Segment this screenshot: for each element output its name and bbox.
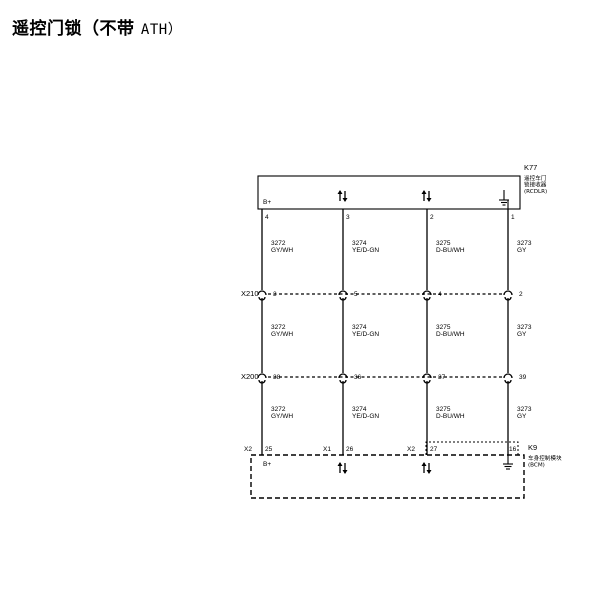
bcm-connector-label: X2 (407, 446, 415, 453)
arrow-up-head (421, 190, 427, 194)
connector-cavity-top (257, 373, 267, 379)
wire-color-label: YE/D-GN (352, 247, 379, 254)
module-k77-name-line: (RCDLR) (524, 189, 547, 195)
connector-X210: X210 3 5 4 2 (241, 289, 523, 301)
connector-X200: X200 38 36 37 39 (241, 372, 527, 384)
module-k77-name-line: 遥控车门 (524, 174, 547, 182)
circuit-number-label: 3275 (436, 240, 451, 247)
connector-pin-label: 3 (273, 291, 277, 298)
connector-cavity-bottom (339, 379, 347, 384)
circuit-number-label: 3273 (517, 240, 532, 247)
module-k77-b-plus-label: B+ (263, 199, 271, 206)
circuit-number-label: 3272 (271, 406, 286, 413)
bcm-pin-label: 16 (509, 446, 517, 453)
connector-cavity-top (503, 290, 513, 296)
circuit-number-label: 3274 (352, 324, 367, 331)
bcm-pin-label: 25 (265, 446, 273, 453)
arrow-down-head (426, 470, 432, 474)
module-k77-name-line: 锁接收器 (524, 181, 547, 189)
wire-color-label: D-BU/WH (436, 247, 465, 254)
top-pin-label: 4 (265, 214, 269, 221)
top-pin-label: 1 (511, 214, 515, 221)
wire-color-label: D-BU/WH (436, 413, 465, 420)
connector-cavity-bottom (504, 379, 512, 384)
data-arrows-icon (421, 462, 432, 474)
arrow-down-head (426, 198, 432, 202)
bcm-connector-label: X1 (323, 446, 331, 453)
bcm-connector-label: X2 (244, 446, 252, 453)
module-k9-id: K9 (528, 443, 537, 452)
connector-cavity-bottom (258, 379, 266, 384)
circuit-number-label: 3275 (436, 324, 451, 331)
wire-color-label: GY (517, 413, 527, 420)
connector-pin-label: 37 (438, 374, 446, 381)
arrow-down-head (342, 198, 348, 202)
connector-cavity-bottom (504, 296, 512, 301)
connector-pin-label: 36 (354, 374, 362, 381)
data-arrows-icon (337, 462, 348, 474)
connector-pin-label: 5 (354, 291, 358, 298)
module-k9-box (250, 454, 525, 499)
arrow-down-head (342, 470, 348, 474)
ground-icon (499, 190, 509, 209)
connector-cavity-bottom (339, 296, 347, 301)
circuit-number-label: 3274 (352, 406, 367, 413)
connector-pin-label: 4 (438, 291, 442, 298)
arrow-up-head (337, 190, 343, 194)
circuit-number-label: 3275 (436, 406, 451, 413)
module-k9-b-plus-label: B+ (263, 461, 271, 468)
title-suffix: ATH） (140, 22, 183, 38)
wire-color-label: GY/WH (271, 247, 293, 254)
wire-color-label: YE/D-GN (352, 331, 379, 338)
connector-cavity-top (338, 373, 348, 379)
circuit-number-label: 3273 (517, 324, 532, 331)
connector-pin-label: 38 (273, 374, 281, 381)
ground-icon (503, 455, 513, 470)
connector-x2-outline (425, 441, 519, 455)
data-arrows-icon (337, 190, 348, 202)
connector-cavity-top (338, 290, 348, 296)
wire-color-label: GY/WH (271, 331, 293, 338)
arrow-up-head (421, 462, 427, 466)
bcm-pin-label: 27 (430, 446, 438, 453)
arrow-up-head (337, 462, 343, 466)
connector-id-label: X200 (241, 372, 259, 381)
module-k9-name-line: (BCM) (528, 463, 545, 469)
wire-color-label: GY (517, 331, 527, 338)
connector-pin-label: 39 (519, 374, 527, 381)
connector-cavity-bottom (423, 296, 431, 301)
data-arrows-icon (421, 190, 432, 202)
connector-cavity-top (503, 373, 513, 379)
wire-color-label: YE/D-GN (352, 413, 379, 420)
connector-id-label: X210 (241, 289, 259, 298)
title-main: 遥控门锁（不带 (12, 19, 135, 39)
top-pin-label: 2 (430, 214, 434, 221)
module-k9-name-line: 车身控制模块 (528, 454, 562, 462)
wire-color-label: D-BU/WH (436, 331, 465, 338)
page-title: 遥控门锁（不带 ATH） (12, 14, 182, 39)
wire-color-label: GY (517, 247, 527, 254)
bcm-pin-label: 26 (346, 446, 354, 453)
connector-pin-label: 2 (519, 291, 523, 298)
connector-cavity-top (422, 290, 432, 296)
connector-cavity-top (257, 290, 267, 296)
connector-cavity-bottom (258, 296, 266, 301)
module-k77-box (257, 175, 521, 210)
circuit-number-label: 3274 (352, 240, 367, 247)
top-pin-label: 3 (346, 214, 350, 221)
circuit-number-label: 3272 (271, 324, 286, 331)
circuit-number-label: 3273 (517, 406, 532, 413)
connector-cavity-bottom (423, 379, 431, 384)
wire-color-label: GY/WH (271, 413, 293, 420)
module-k77-id: K77 (524, 163, 537, 172)
circuit-number-label: 3272 (271, 240, 286, 247)
connector-cavity-top (422, 373, 432, 379)
